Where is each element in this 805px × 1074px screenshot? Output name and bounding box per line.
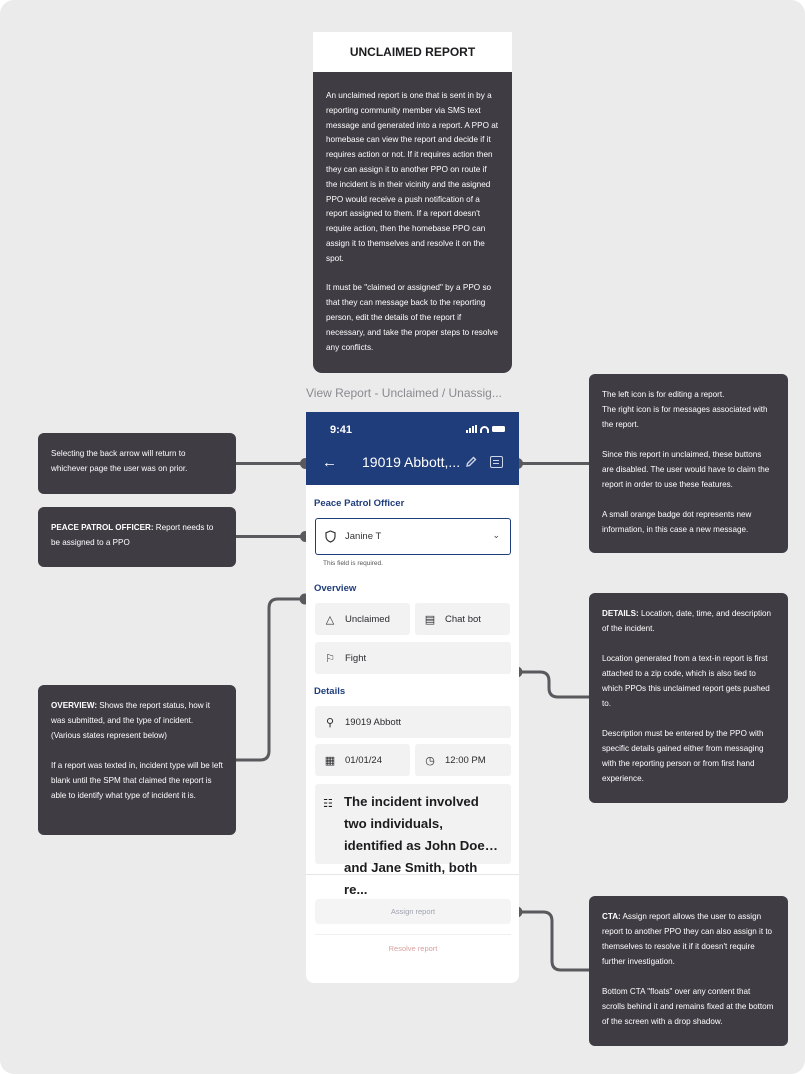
note-text: Description must be entered by the PPO w… [602, 729, 764, 783]
helper-text: This field is required. [323, 560, 383, 567]
note-text: Location, date, time, and description of… [602, 609, 771, 633]
chat-bubble-icon: ▤ [424, 613, 436, 626]
note-ppo: PEACE PATROL OFFICER: Report needs to be… [38, 507, 236, 567]
note-text: The right icon is for messages associate… [602, 405, 768, 429]
details-section-title: Details [314, 686, 346, 697]
ppo-section-title: Peace Patrol Officer [314, 498, 405, 509]
flag-icon: ⚐ [325, 652, 335, 665]
ppo-select[interactable]: Janine T ⌄ [315, 518, 511, 555]
date-field: ▦ 01/01/24 [315, 744, 410, 776]
chevron-down-icon: ⌄ [492, 530, 500, 540]
warning-icon: △ [325, 613, 335, 626]
location-field: ⚲ 19019 Abbott [315, 706, 511, 738]
clipboard-search-icon: ☷ [323, 798, 333, 810]
note-overview: OVERVIEW: Shows the report status, how i… [38, 685, 236, 835]
note-text: The left icon is for editing a report. [602, 390, 725, 399]
back-arrow-icon[interactable]: ← [322, 454, 337, 471]
note-heading: CTA: [602, 912, 621, 921]
signal-icon [466, 425, 477, 433]
connector-details [511, 666, 589, 699]
note-details: DETAILS: Location, date, time, and descr… [589, 593, 788, 803]
note-heading: OVERVIEW: [51, 701, 98, 710]
description-field: ☷ The incident involved two individuals,… [315, 784, 511, 897]
report-title: 19019 Abbott,... [362, 454, 461, 470]
divider [315, 934, 511, 935]
source-chip: ▤ Chat bot [415, 603, 510, 635]
note-text: Selecting the back arrow will return to … [51, 449, 188, 473]
card-title: UNCLAIMED REPORT [313, 32, 512, 72]
connector-overview [236, 593, 311, 762]
connector-cta [511, 906, 589, 972]
message-icon[interactable] [490, 456, 503, 468]
status-icons [466, 425, 505, 433]
note-text: Since this report in unclaimed, these bu… [602, 450, 770, 489]
status-time: 9:41 [330, 424, 353, 436]
status-chip: △ Unclaimed [315, 603, 410, 635]
note-text: If a report was texted in, incident type… [51, 761, 223, 800]
note-heading: PEACE PATROL OFFICER: [51, 523, 154, 532]
connector-line [236, 535, 306, 538]
description-value: The incident involved two individuals, i… [344, 794, 485, 897]
phone-screen: 9:41 ← 19019 Abbott,... Peace Patrol Off… [306, 412, 519, 983]
source-value: Chat bot [445, 613, 481, 625]
connector-dot [300, 458, 311, 469]
location-pin-icon: ⚲ [325, 716, 335, 729]
note-back-arrow: Selecting the back arrow will return to … [38, 433, 236, 494]
resolve-report-button[interactable]: Resolve report [388, 943, 438, 953]
note-text: Report needs to be assigned to a PPO [51, 523, 214, 547]
note-text: Shows the report status, how it was subm… [51, 701, 210, 740]
assign-report-button[interactable]: Assign report [315, 899, 511, 924]
note-text: Bottom CTA "floats" over any content tha… [602, 987, 774, 1026]
overview-section-title: Overview [314, 583, 357, 594]
wifi-icon [480, 425, 489, 433]
shield-icon [325, 530, 336, 543]
note-text: Location generated from a text-in report… [602, 654, 770, 708]
connector-dot [300, 531, 311, 542]
incident-type-chip: ⚐ Fight [315, 642, 511, 674]
unclaimed-report-card: UNCLAIMED REPORT An unclaimed report is … [313, 32, 512, 373]
calendar-icon: ▦ [324, 754, 336, 767]
app-bar: 9:41 ← 19019 Abbott,... [306, 412, 519, 485]
time-field: ◷ 12:00 PM [415, 744, 511, 776]
connector-line [518, 462, 589, 465]
connector-line [236, 462, 306, 465]
note-text: A small orange badge dot represents new … [602, 510, 752, 534]
note-text: Assign report allows the user to assign … [602, 912, 773, 966]
time-value: 12:00 PM [445, 754, 486, 766]
note-heading: DETAILS: [602, 609, 639, 618]
card-paragraph: An unclaimed report is one that is sent … [326, 91, 499, 263]
location-value: 19019 Abbott [345, 716, 401, 728]
clock-icon: ◷ [425, 754, 435, 767]
card-paragraph: It must be "claimed or assigned" by a PP… [326, 283, 498, 352]
edit-pencil-icon[interactable] [464, 455, 478, 469]
divider [306, 874, 519, 875]
frame-label: View Report - Unclaimed / Unassig... [306, 386, 502, 400]
status-value: Unclaimed [345, 613, 390, 625]
note-cta: CTA: Assign report allows the user to as… [589, 896, 788, 1046]
note-header-icons: The left icon is for editing a report. Th… [589, 374, 788, 553]
incident-type-value: Fight [345, 652, 367, 664]
battery-icon [492, 426, 505, 432]
ppo-select-value: Janine T [345, 531, 382, 542]
date-value: 01/01/24 [345, 754, 382, 766]
